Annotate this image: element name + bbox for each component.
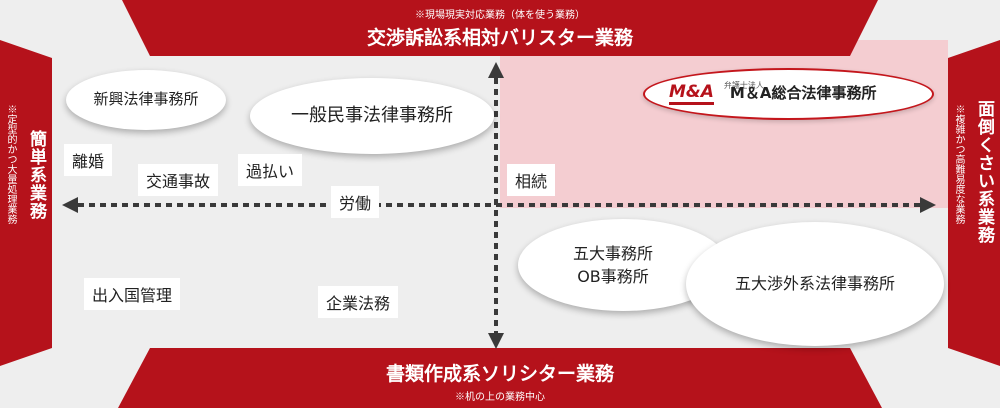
area-shutsunyukoku: 出入国管理: [84, 278, 181, 310]
bottom-banner: 書類作成系ソリシター業務 ※机の上の業務中心: [0, 348, 1000, 408]
right-banner-title: 面倒くさい系業務: [974, 100, 994, 244]
firm-godai-ob-line2: OB事務所: [577, 267, 649, 286]
right-banner-note: ※複雑かつ高難易度な業務: [953, 104, 964, 224]
mna-firm-name: M＆A総合法律事務所: [729, 84, 877, 103]
firm-ippan-minji: 一般民事法律事務所: [250, 78, 494, 154]
top-banner-title: 交渉訴訟系相対バリスター業務: [366, 27, 633, 49]
mna-logo: M&A: [669, 83, 714, 105]
axis-arrow-down: [488, 333, 504, 349]
bottom-banner-note: ※机の上の業務中心: [455, 392, 545, 403]
left-banner: ※定型的かつ大量処理業務 簡単系業務: [0, 40, 52, 366]
axis-arrow-right: [920, 197, 936, 213]
axis-arrow-left: [62, 197, 78, 213]
area-rikon: 離婚: [64, 144, 113, 176]
firm-mna: M&A 弁護士法人 M＆A総合法律事務所: [643, 68, 934, 120]
firm-godai-ob-line1: 五大事務所: [572, 243, 653, 263]
axis-arrow-up: [488, 62, 504, 78]
left-banner-note: ※定型的かつ大量処理業務: [5, 104, 16, 224]
right-banner: ※複雑かつ高難易度な業務 面倒くさい系業務: [948, 40, 1000, 366]
firm-shinko-label: 新興法律事務所: [93, 90, 199, 109]
top-banner-note: ※現場現実対応業務（体を使う業務）: [415, 10, 585, 21]
highlight-quadrant: [500, 40, 948, 208]
mna-small-label: 弁護士法人: [723, 81, 764, 91]
firm-shinko: 新興法律事務所: [66, 70, 226, 130]
area-kigyo-homu: 企業法務: [318, 286, 399, 318]
area-kotsu-jiko: 交通事故: [138, 164, 219, 196]
area-sozoku: 相続: [507, 164, 556, 196]
area-rodo: 労働: [331, 186, 380, 218]
bottom-banner-title: 書類作成系ソリシター業務: [385, 363, 614, 385]
area-kabarai: 過払い: [238, 154, 303, 186]
firm-ippan-minji-label: 一般民事法律事務所: [291, 104, 453, 126]
top-banner: ※現場現実対応業務（体を使う業務） 交渉訴訟系相対バリスター業務: [0, 0, 1000, 60]
left-banner-title: 簡単系業務: [26, 130, 46, 220]
firm-godai-shogai: 五大渉外系法律事務所: [686, 222, 944, 346]
firm-godai-shogai-label: 五大渉外系法律事務所: [734, 274, 895, 294]
